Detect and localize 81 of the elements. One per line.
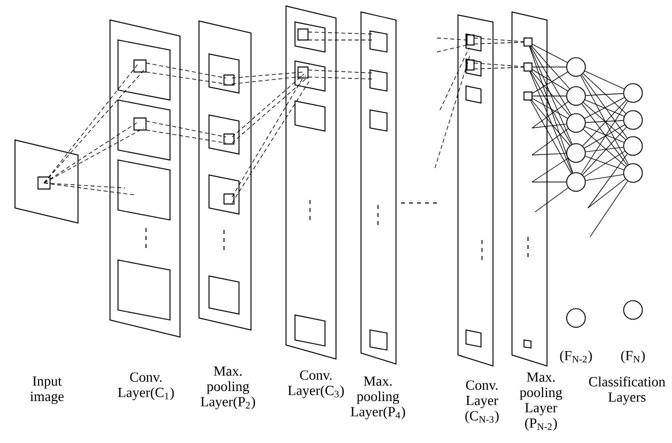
connection-line [530,100,572,174]
connection-line [532,71,570,116]
layer-label: Conv. Layer (C$_{N-3}$) [465,380,499,424]
dashed-line [308,76,372,80]
dashed-line [308,70,372,74]
dashed-line [146,120,226,138]
connection-line [583,102,626,140]
layer-label: Conv. Layer(C$_{3}$) [288,370,344,398]
layer-label: Input image [30,376,64,404]
neuron-circle [623,83,643,103]
layer-label: Max. pooling Layer (P$_{N-2}$) [520,372,562,431]
layer-label: Max. pooling Layer(P$_{4}$) [350,376,406,420]
dashed-line [232,72,304,78]
connection-line [582,73,626,114]
dashed-line [232,76,308,144]
connection-line [532,66,567,68]
connection-line [532,124,567,128]
connection-line [532,101,568,128]
connection-line [584,70,624,90]
dashed-line [436,38,468,40]
layer-label: Classification Layers [589,376,666,405]
connection-line [590,180,628,238]
connection-line [588,154,628,208]
layer-label: (F$_{N}$) [621,350,645,364]
connection-line [585,174,624,181]
dashed-line [436,44,468,52]
dashed-line [146,72,226,84]
neuron-circle [566,113,586,133]
dashed-line [434,54,470,168]
connection-line [530,71,572,145]
connection-line [582,104,628,166]
neuron-circle [623,110,643,130]
neuron-circle [623,163,643,183]
connection-line [532,98,568,119]
connection-line [530,46,572,144]
dashed-line [146,130,226,144]
connection-line [580,100,628,174]
dashed-line [440,48,470,110]
connection-line [584,150,626,178]
connection-line [584,156,624,170]
connection-line [581,74,628,138]
connection-line [582,100,627,146]
connection-line [531,100,570,146]
connection-line [532,44,568,63]
connection-line [585,120,624,123]
dashed-line [474,62,524,67]
neuron-circle [566,143,586,163]
unit-square [524,38,532,46]
connection-line [532,46,570,89]
neuron-circle [566,172,586,192]
connection-line [588,178,626,208]
connection-line [583,129,626,167]
connection-line [584,124,625,148]
neuron-circle [623,136,643,156]
connection-line [582,126,627,176]
connection-line [529,46,574,174]
neuron-circle [566,86,586,106]
dashed-line [146,62,226,78]
neuron-circle [566,57,586,77]
dashed-line [44,182,126,188]
connection-line [584,126,624,143]
connection-line [530,71,573,174]
connection-line [530,46,572,115]
layer-label: Max. pooling Layer(P$_{2}$) [200,366,256,410]
layer-label: Conv. Layer(C$_{1}$) [118,372,174,400]
connection-line [585,93,624,96]
dashed-line [474,66,524,70]
connection-line [532,153,567,156]
connection-line [532,128,568,156]
unit-square [524,92,532,100]
connection-line [580,75,629,165]
dashed-line [474,38,524,42]
connection-line [585,146,624,152]
unit-square [524,62,532,72]
dashed-line [474,42,524,44]
dashed-line [308,32,372,34]
dashed-line [232,76,306,84]
layer-label: (F$_{N-2}$) [560,350,592,364]
connection-line [532,158,568,182]
connection-line [534,187,568,212]
dashed-line [232,74,304,138]
